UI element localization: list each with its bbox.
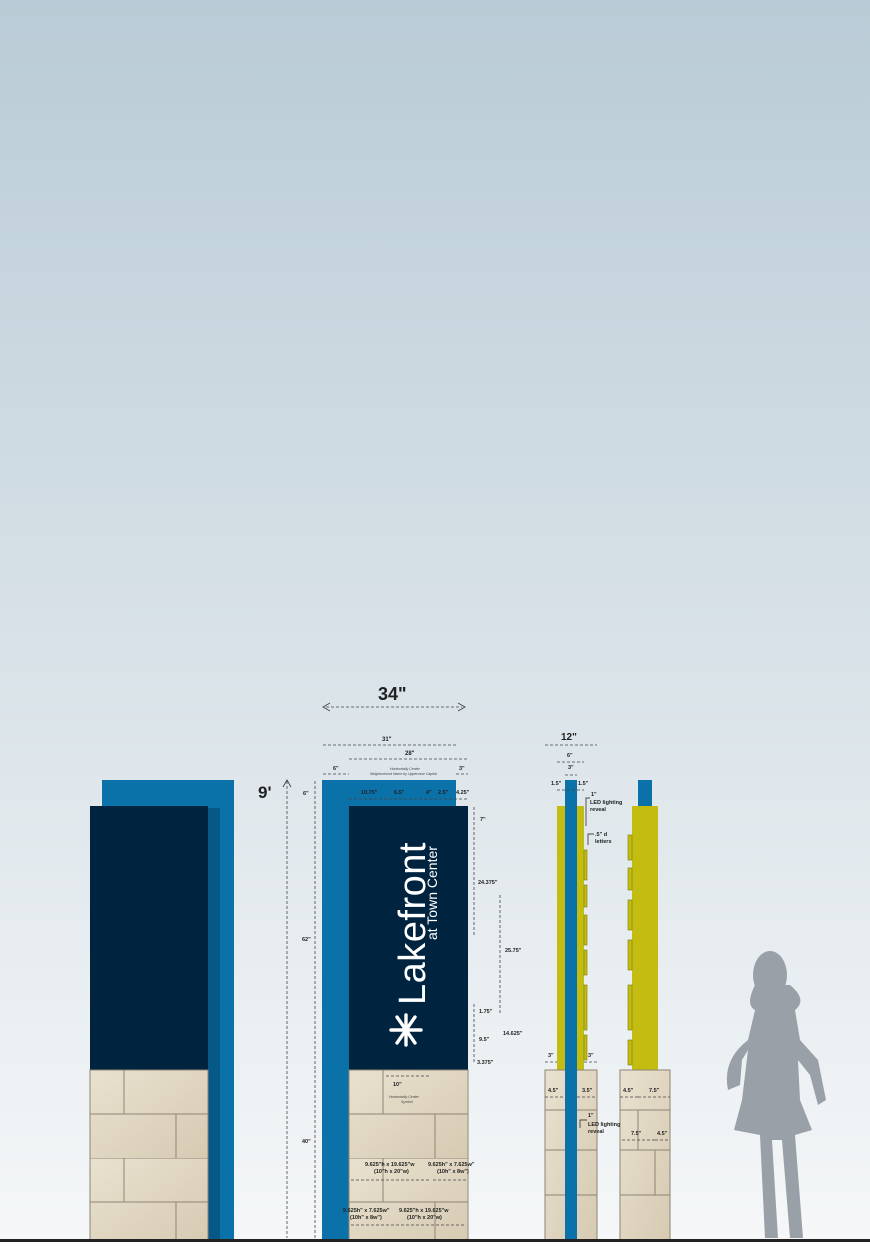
dim-7-5-rear: 7.5" (649, 1088, 660, 1094)
dim-1-bottom: 1" (588, 1113, 594, 1119)
center-note-2: Neighborhood Name by Uppercase Capital (370, 772, 437, 776)
dim-3-5: 3.5" (582, 1088, 593, 1094)
dim-overall-width: 34" (378, 684, 407, 704)
dim-4-5: 4.5" (548, 1088, 559, 1094)
dim-3-side: 3" (568, 765, 574, 771)
dim-7-5-rear-lower: 7.5" (631, 1131, 642, 1137)
rear-yellow-panel (632, 806, 658, 1071)
brand-name: Lakefront (392, 842, 434, 1005)
dim-10: 10" (393, 1082, 402, 1088)
letters-note-2: letters (595, 839, 612, 845)
stone-size-a-2: (10"h x 20"w) (374, 1169, 409, 1175)
letters-note-1: .5" d (595, 832, 607, 838)
side-dimensions: 12" 6" 3" 1.5" 1.5" 1" LED lighting reve… (545, 732, 670, 1141)
dim-24-375: 24.375" (478, 880, 498, 886)
center-note-1: Horizontally Center (390, 767, 421, 771)
dim-4-5-rear-lower: 4.5" (657, 1131, 668, 1137)
dim-3-top: 3" (459, 766, 465, 772)
side-blue-blade (565, 780, 577, 1240)
dim-25-75: 25.75" (505, 948, 522, 954)
stone-size-c-1: 9.625h" x 7.625w" (343, 1208, 390, 1214)
symbol-note-1: Horizontally Center (389, 1095, 420, 1099)
rear-letter-profiles (627, 834, 633, 1066)
side-letter-profiles (583, 849, 588, 1061)
side-elevation (544, 780, 598, 1241)
dim-6-left: 6" (303, 791, 309, 797)
perspective-stone-base (89, 1069, 209, 1241)
dim-2-5: 2.5" (438, 790, 449, 796)
stone-size-a-1: 9.625"h x 19.625"w (365, 1162, 415, 1168)
stone-size-b-2: (10h" x 8w") (437, 1169, 469, 1175)
rear-blue-top (638, 780, 652, 810)
ground-line (0, 1239, 870, 1242)
dim-4-25: 4.25" (456, 790, 470, 796)
stone-size-d-1: 9.625"h x 19.625"w (399, 1208, 449, 1214)
asterisk-symbol (389, 1013, 423, 1047)
dim-1-5-right: 1.5" (578, 781, 589, 787)
dim-28: 28" (405, 751, 415, 757)
dim-10-75: 10.75" (361, 790, 378, 796)
stone-size-d-2: (10"h x 20"w) (407, 1215, 442, 1221)
led-note-bottom-2: reveal (588, 1129, 604, 1135)
dim-12: 12" (561, 732, 577, 743)
dim-6-5: 6.5" (394, 790, 405, 796)
dim-62: 62" (302, 937, 311, 943)
dim-14-625: 14.625" (503, 1031, 523, 1037)
perspective-sign (89, 780, 234, 1241)
dim-1-top: 1" (591, 792, 597, 798)
dim-3-right-side: 3" (588, 1053, 594, 1059)
dim-3-left-side: 3" (548, 1053, 554, 1059)
stone-size-c-2: (10h" x 8w") (350, 1215, 382, 1221)
led-note-top-2: reveal (590, 807, 606, 813)
dim-3-375: 3.375" (477, 1060, 494, 1066)
brand-tagline: at Town Center (424, 846, 440, 940)
dim-6-top: 6" (333, 766, 339, 772)
led-note-bottom-1: LED lighting (588, 1122, 620, 1128)
led-note-top-1: LED lighting (590, 800, 622, 806)
front-elevation: Lakefront at Town Center (322, 780, 469, 1241)
dim-1-75: 1.75" (479, 1009, 493, 1015)
dim-4: 4" (426, 790, 432, 796)
dim-40: 40" (302, 1139, 311, 1145)
perspective-navy-panel (90, 806, 208, 1071)
dim-9-5: 9.5" (479, 1037, 490, 1043)
rear-stone-base (619, 1069, 671, 1241)
dim-9ft: 9' (258, 783, 272, 802)
stone-size-b-1: 9.625h" x 7.625w" (428, 1162, 475, 1168)
dim-31: 31" (382, 737, 392, 743)
front-blue-top (322, 780, 456, 810)
dim-6-side: 6" (567, 753, 573, 759)
front-stone-base (348, 1069, 469, 1241)
dim-4-5-rear: 4.5" (623, 1088, 634, 1094)
front-dimensions: 34" 31" 28" 6" 3" Horizontally Center Ne… (258, 684, 523, 1238)
rear-elevation (619, 780, 671, 1241)
dim-7: 7" (480, 817, 486, 823)
dim-1-5-left: 1.5" (551, 781, 562, 787)
symbol-note-2: Symbol (401, 1100, 413, 1104)
perspective-blue-side (208, 808, 220, 1240)
person-silhouette (726, 951, 826, 1238)
